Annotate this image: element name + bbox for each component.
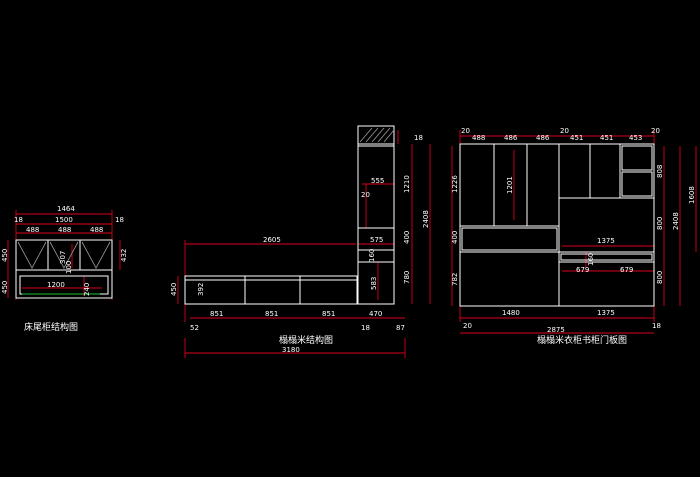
dim-label: 555: [371, 177, 384, 185]
hatch: [365, 127, 379, 143]
dim-label: 3180: [282, 346, 300, 354]
hatch: [383, 129, 395, 143]
dim-label: 18: [115, 216, 124, 224]
wardrobe-outline: [459, 143, 655, 307]
dim-label: 400: [403, 231, 411, 244]
dim-label: 1375: [597, 237, 615, 245]
dim-label: 450: [1, 281, 9, 294]
dim-label: 851: [265, 310, 278, 318]
dim-label: 1480: [502, 309, 520, 317]
dim-label: 450: [1, 249, 9, 262]
dim-label: 2605: [263, 236, 281, 244]
dim-label: 1210: [403, 175, 411, 193]
dim-label: 18: [652, 322, 661, 330]
wardrobe-door-panel-drawing: 20 488 486 486 20 451 451 453 20 1226 40…: [451, 127, 697, 346]
dim-label: 1464: [57, 205, 75, 213]
small-door: [621, 145, 653, 171]
door-swing-mark: [49, 241, 79, 269]
tower-top-cap: [357, 125, 395, 145]
dim-label: 1200: [47, 281, 65, 289]
dim-label: 20: [463, 322, 472, 330]
dim-label: 486: [504, 134, 518, 142]
dim-label: 575: [370, 236, 383, 244]
dim-label: 488: [90, 226, 103, 234]
dim-label: 18: [361, 324, 370, 332]
door-swing-mark: [17, 241, 47, 269]
dim-label: 488: [472, 134, 485, 142]
dim-label: 488: [26, 226, 39, 234]
dim-label: 100: [65, 261, 73, 274]
dim-label: 782: [451, 273, 459, 286]
dim-label: 18: [414, 134, 423, 142]
dim-label: 451: [570, 134, 583, 142]
dim-label: 451: [600, 134, 613, 142]
dim-label: 392: [197, 283, 205, 296]
dim-label: 780: [403, 271, 411, 284]
hatch: [377, 127, 391, 143]
dim-label: 679: [620, 266, 633, 274]
dim-label: 450: [170, 283, 178, 296]
dim-label: 488: [58, 226, 71, 234]
hatch: [371, 127, 385, 143]
dim-label: 1375: [597, 309, 615, 317]
dim-label: 1608: [688, 186, 696, 204]
dim-label: 18: [14, 216, 23, 224]
dim-label: 486: [536, 134, 550, 142]
dim-label: 400: [451, 231, 459, 244]
cabinet-outline: [15, 239, 113, 299]
dim-label: 20: [560, 127, 569, 135]
dim-label: 52: [190, 324, 199, 332]
drawer-strip: [560, 253, 653, 261]
drawing-title-tatami: 榻榻米结构图: [279, 334, 333, 346]
dim-label: 800: [656, 217, 664, 230]
dim-label: 2875: [547, 326, 565, 334]
drawing-title-wardrobe: 榻榻米衣柜书柜门板图: [537, 334, 627, 346]
dim-label: 307: [59, 251, 67, 264]
hatch: [359, 127, 373, 143]
bed-end-cabinet-drawing: 1464 1500 18 18 488 488 488 450 450 432 …: [1, 205, 128, 333]
dim-label: 851: [322, 310, 335, 318]
dim-label: 1226: [451, 175, 459, 193]
dim-label: 160: [368, 249, 376, 262]
dim-label: 470: [369, 310, 382, 318]
small-door: [621, 171, 653, 197]
dim-label: 583: [370, 277, 378, 290]
dim-label: 851: [210, 310, 223, 318]
dim-label: 20: [361, 191, 370, 199]
dim-label: 2408: [672, 212, 680, 230]
dim-label: 240: [83, 283, 91, 296]
dim-label: 800: [656, 271, 664, 284]
dim-label: 1500: [55, 216, 73, 224]
dim-label: 453: [629, 134, 642, 142]
dim-label: 432: [120, 249, 128, 262]
dim-label: 808: [656, 165, 664, 178]
door-swing-mark: [81, 241, 111, 269]
dim-label: 20: [651, 127, 660, 135]
drawer-panel: [461, 227, 558, 251]
dim-label: 2408: [422, 210, 430, 228]
dim-label: 87: [396, 324, 405, 332]
dim-label: 1201: [506, 176, 514, 194]
tatami-structure-drawing: 2605 575 450 392 851 851 851 470 52 18 8…: [170, 125, 431, 358]
drawing-title-bed-end: 床尾柜结构图: [24, 321, 78, 333]
dim-label: 679: [576, 266, 589, 274]
dim-label: 20: [461, 127, 470, 135]
dim-label: 160: [587, 253, 595, 266]
tatami-platform: [184, 275, 358, 305]
